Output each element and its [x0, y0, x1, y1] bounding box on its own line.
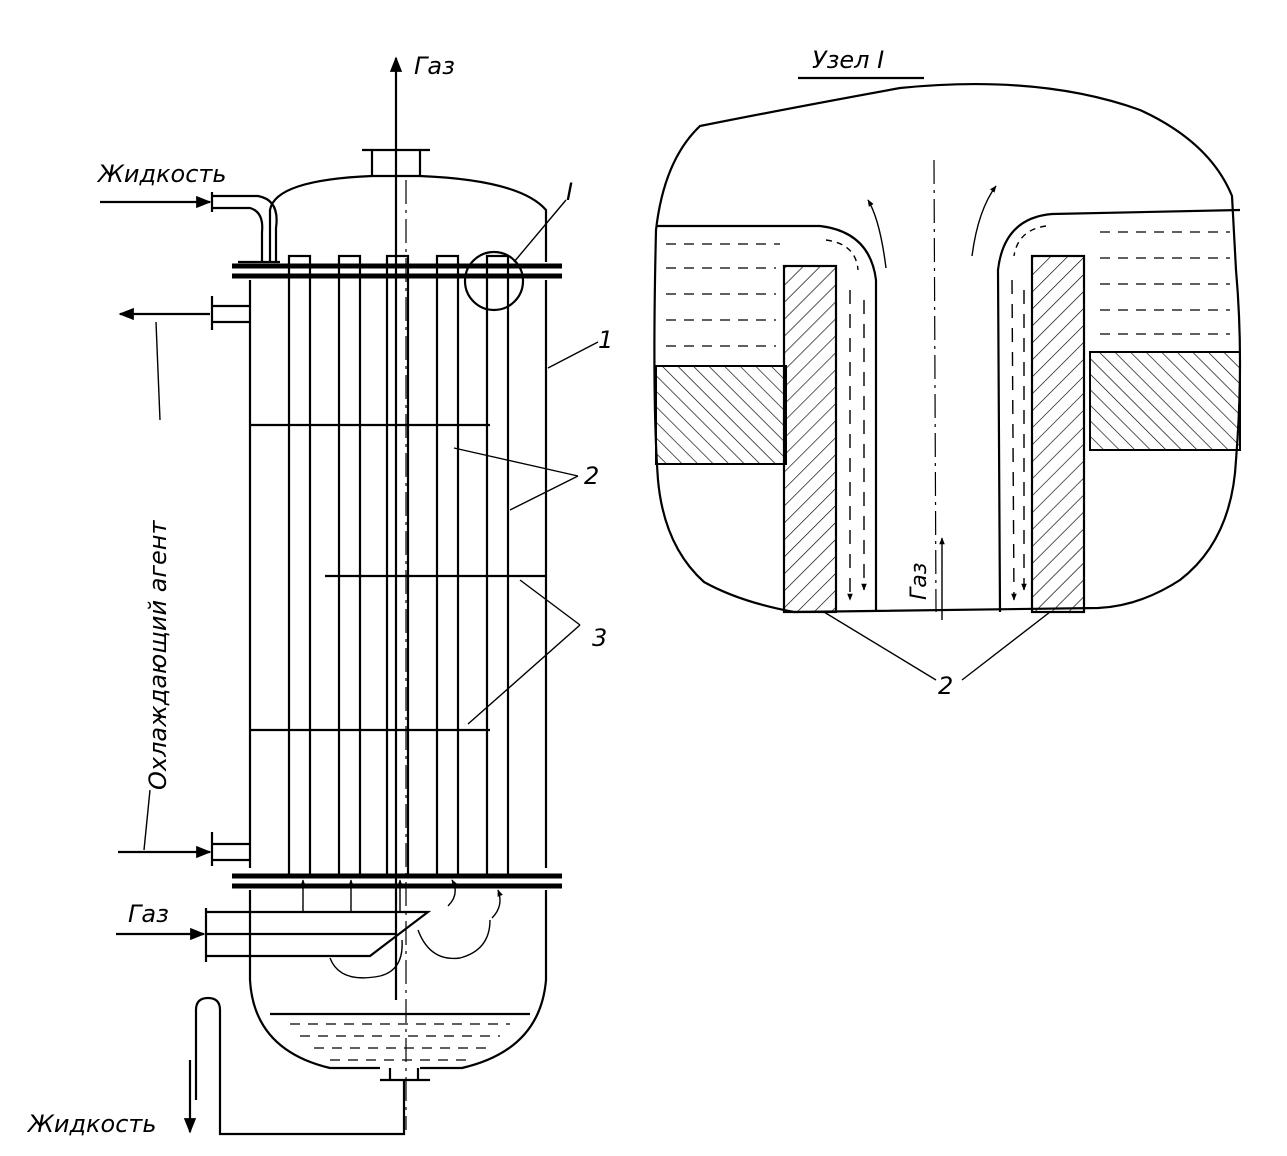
liquid-film-right — [996, 208, 1241, 613]
tube — [485, 254, 510, 878]
detail-title: Узел I — [812, 46, 884, 74]
tubes-number: 2 — [584, 462, 599, 490]
detail-circle — [463, 250, 525, 312]
liquid-film-left — [656, 224, 878, 612]
coolant-outlet-nozzle — [210, 296, 250, 330]
detail-axis — [933, 159, 937, 613]
liquid-drain-line — [194, 996, 406, 1136]
tubes-leader — [453, 447, 579, 511]
tube — [385, 254, 410, 878]
liquid-fill — [290, 1023, 510, 1061]
gas-inlet-label: Газ — [128, 900, 169, 928]
coolant-inlet-nozzle — [210, 832, 250, 866]
detail-mark-label: I — [566, 178, 573, 206]
detail-leader — [513, 199, 567, 263]
shell-number: 1 — [598, 326, 613, 354]
top-head — [268, 174, 548, 262]
tube-wall-left — [782, 264, 838, 614]
gas-outlet-label: Газ — [414, 52, 455, 80]
film-flow-arrows — [825, 225, 1047, 601]
bottom-head — [248, 890, 548, 1070]
tube — [287, 254, 312, 878]
tube — [435, 254, 460, 878]
coolant-label: Охлаждающий агент — [144, 520, 172, 790]
top-nozzle — [362, 148, 430, 175]
liquid-out-label: Жидкость — [26, 1110, 157, 1138]
tube-sheet-section — [655, 365, 787, 465]
detail-outline — [653, 83, 1242, 614]
gas-inlet-pipe — [204, 908, 432, 962]
liquid-pool — [666, 231, 1230, 347]
tube — [337, 254, 362, 878]
baffles-leader — [467, 579, 581, 725]
baffles-number: 3 — [592, 624, 607, 652]
tube-bundle — [287, 254, 510, 878]
detail-view — [653, 76, 1242, 681]
shell-leader — [547, 341, 599, 369]
bottom-nozzle — [380, 1068, 430, 1082]
heat-exchanger-apparatus — [100, 56, 599, 1136]
detail-tubes-number: 2 — [938, 672, 953, 700]
liquid-inlet-pipe — [210, 192, 280, 264]
gas-arc-left — [867, 199, 887, 269]
gas-arc-right — [971, 185, 997, 257]
coolant-leader — [143, 321, 161, 851]
detail-gas-label: Газ — [907, 563, 932, 600]
liquid-inlet-label: Жидкость — [96, 160, 227, 188]
baffles — [250, 423, 546, 732]
gas-flow-arrows — [300, 879, 503, 979]
tube-wall-right — [1030, 254, 1086, 614]
tube-sheet-section — [1089, 351, 1241, 451]
detail-tubes-leader — [823, 611, 1051, 681]
